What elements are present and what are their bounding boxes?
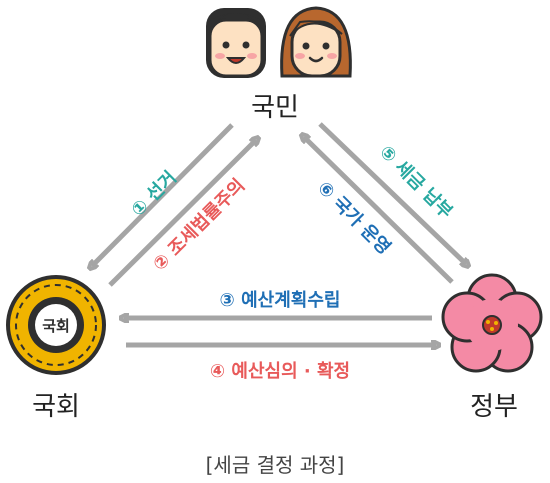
- national-assembly-emblem-icon: 국회: [6, 275, 106, 375]
- edge-label-election: ① 선거: [127, 167, 180, 220]
- mugunghwa-flower-icon: [441, 273, 543, 373]
- edge-label-budget-planning: ③ 예산계획수립: [220, 290, 341, 311]
- node-government-label: 정부: [470, 392, 518, 422]
- node-assembly-label: 국회: [32, 392, 80, 422]
- arrow-assembly-to-people: [108, 140, 256, 287]
- emblem-text: 국회: [42, 317, 70, 335]
- boy-face-icon: [206, 8, 266, 78]
- arrow-government-to-people: [304, 137, 454, 284]
- edge-label-state-operation: ⑥ 국가 운영: [313, 177, 394, 258]
- arrow-people-to-assembly: [92, 123, 234, 266]
- edge-label-budget-review: ④ 예산심의 · 확정: [210, 361, 350, 382]
- diagram-caption: [세금 결정 과정]: [206, 453, 345, 477]
- edge-label-tax-payment: ⑤ 세금 납부: [375, 141, 456, 222]
- arrow-people-to-government: [318, 122, 466, 264]
- girl-face-icon: [280, 6, 352, 78]
- node-people-label: 국민: [251, 93, 299, 123]
